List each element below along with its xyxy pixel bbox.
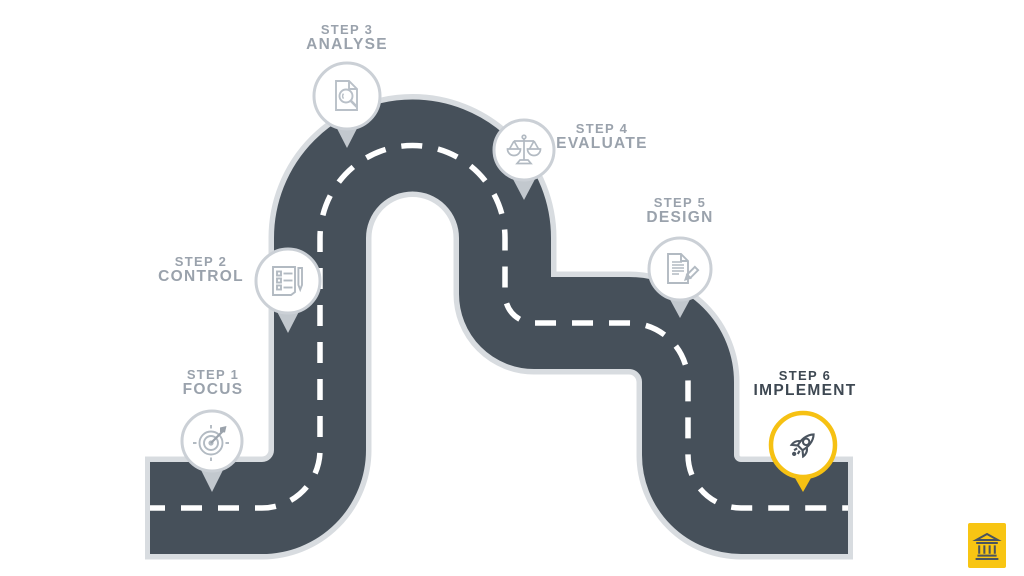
step-name: ANALYSE (306, 36, 388, 53)
step-number: STEP 2 (174, 254, 228, 269)
document-pencil-icon (667, 253, 700, 284)
step-name: IMPLEMENT (753, 382, 857, 399)
pin-circle (647, 236, 713, 302)
step-name: FOCUS (182, 381, 244, 398)
step-6-label: STEP 6 IMPLEMENT (753, 368, 857, 399)
road-centerline (150, 142, 848, 511)
step-1-label: STEP 1 FOCUS (182, 367, 244, 398)
balance-scale-icon (506, 134, 542, 165)
target-icon (193, 425, 229, 461)
step-3-label: STEP 3 ANALYSE (306, 22, 388, 53)
step-5-pin (647, 236, 713, 318)
step-number: STEP 6 (778, 368, 832, 383)
step-name: CONTROL (158, 268, 244, 285)
step-number: STEP 3 (320, 22, 374, 37)
checklist-pen-icon (272, 266, 303, 296)
step-number: STEP 4 (575, 121, 629, 136)
step-3-pin (312, 61, 382, 148)
pin-circle (768, 410, 838, 480)
document-magnifier-icon (335, 80, 358, 111)
rocket-icon (789, 433, 815, 459)
step-name: EVALUATE (556, 135, 648, 152)
step-number: STEP 5 (653, 195, 707, 210)
step-1-pin (180, 409, 244, 492)
step-4-pin (492, 118, 556, 200)
bank-building-icon (972, 532, 1002, 560)
pin-circle (312, 61, 382, 131)
step-number: STEP 1 (186, 367, 240, 382)
step-4-label: STEP 4 EVALUATE (556, 121, 648, 152)
step-name: DESIGN (646, 209, 714, 226)
step-2-pin (254, 247, 322, 333)
step-6-pin (768, 410, 838, 492)
step-5-label: STEP 5 DESIGN (646, 195, 714, 226)
step-2-label: STEP 2 CONTROL (158, 254, 244, 285)
logo-badge (968, 523, 1006, 568)
